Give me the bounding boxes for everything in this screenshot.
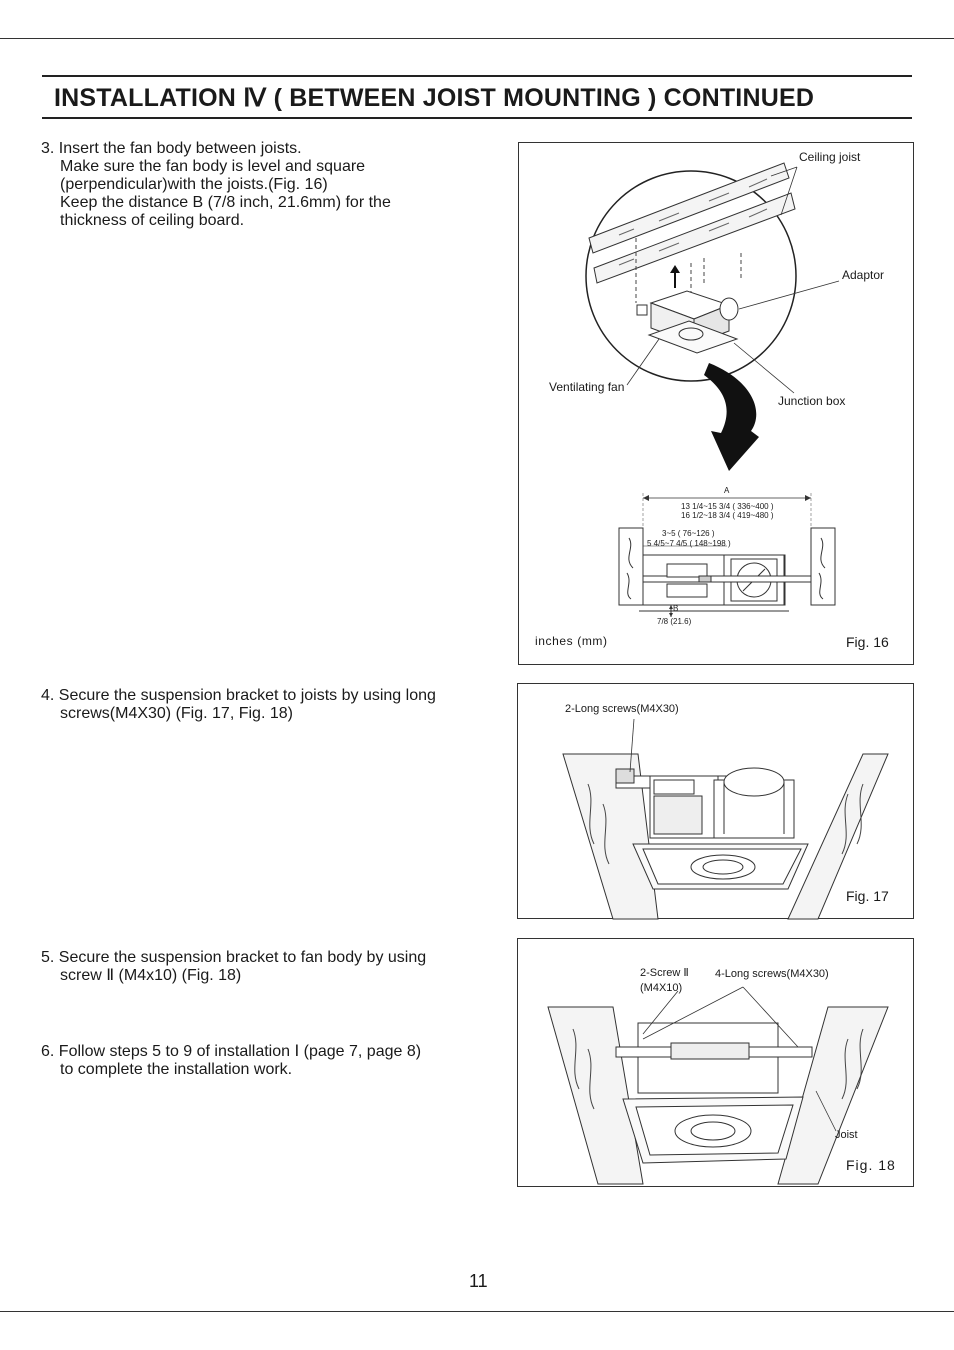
dimension-mid-range-1: 3~5 ( 76~126 ) <box>662 529 715 538</box>
page-title: INSTALLATION Ⅳ ( BETWEEN JOIST MOUNTING … <box>54 84 815 112</box>
step-6-line-2: to complete the installation work. <box>60 1061 293 1078</box>
screw-2-label-line-1: 2-Screw Ⅱ <box>640 967 689 979</box>
units-label: inches (mm) <box>535 634 608 648</box>
step-4-line-2: screws(M4X30) (Fig. 17, Fig. 18) <box>60 705 293 722</box>
bottom-rule <box>0 1311 954 1312</box>
ventilating-fan-label: Ventilating fan <box>549 380 625 394</box>
figure-17-illustration <box>562 718 889 920</box>
figure-17-caption: Fig. 17 <box>846 888 889 904</box>
dimension-mid-range-2: 5 4/5~7 4/5 ( 148~198 ) <box>647 539 731 548</box>
step-3-line-5: thickness of ceiling board. <box>60 212 245 229</box>
long-screws-label: 4-Long screws(M4X30) <box>715 968 829 980</box>
step-4-text: 4. Secure the suspension bracket to jois… <box>41 687 436 723</box>
figure-17: 2-Long screws(M4X30) Fig. 17 <box>517 683 914 920</box>
step-6-text: 6. Follow steps 5 to 9 of installation Ⅰ… <box>41 1043 421 1079</box>
figure-16-illustration <box>585 162 840 617</box>
figure-16-caption: Fig. 16 <box>846 634 889 650</box>
figure-18-caption: Fig. 18 <box>846 1157 896 1173</box>
step-3-line-3: (perpendicular)with the joists.(Fig. 16) <box>60 176 328 193</box>
long-screws-label: 2-Long screws(M4X30) <box>565 703 679 715</box>
step-4-line-1: 4. Secure the suspension bracket to jois… <box>41 687 436 704</box>
adaptor-label: Adaptor <box>842 268 885 282</box>
step-5-text: 5. Secure the suspension bracket to fan … <box>41 949 426 985</box>
step-6-line-1: 6. Follow steps 5 to 9 of installation Ⅰ… <box>41 1043 422 1060</box>
figure-18-illustration <box>547 986 889 1185</box>
dimension-b-label: B <box>673 604 679 613</box>
figure-18: 2-Screw Ⅱ (M4X10) 4-Long screws(M4X30) J… <box>517 938 914 1187</box>
step-3-text: 3. Insert the fan body between joists. M… <box>41 140 391 230</box>
dimension-a-label: A <box>724 486 730 495</box>
title-bar: INSTALLATION Ⅳ ( BETWEEN JOIST MOUNTING … <box>42 75 912 119</box>
dimension-b-value: 7/8 (21.6) <box>657 617 692 626</box>
screw-2-label-line-2: (M4X10) <box>640 982 683 994</box>
step-5-line-2: screw Ⅱ (M4x10) (Fig. 18) <box>60 967 242 984</box>
page-number: 11 <box>469 1271 488 1291</box>
joist-label: Joist <box>835 1129 858 1141</box>
step-3-line-1: 3. Insert the fan body between joists. <box>41 140 302 157</box>
dimension-a-range-1: 13 1/4~15 3/4 ( 336~400 ) <box>681 502 774 511</box>
junction-box-label: Junction box <box>778 394 846 408</box>
figure-16: Ceiling joist Adaptor Ventilating fan Ju… <box>518 142 914 665</box>
step-3-line-2: Make sure the fan body is level and squa… <box>60 158 366 175</box>
step-3-line-4: Keep the distance B (7/8 inch, 21.6mm) f… <box>60 194 391 211</box>
top-rule <box>0 38 954 39</box>
dimension-a-range-2: 16 1/2~18 3/4 ( 419~480 ) <box>681 511 774 520</box>
step-5-line-1: 5. Secure the suspension bracket to fan … <box>41 949 427 966</box>
ceiling-joist-label: Ceiling joist <box>799 150 861 164</box>
